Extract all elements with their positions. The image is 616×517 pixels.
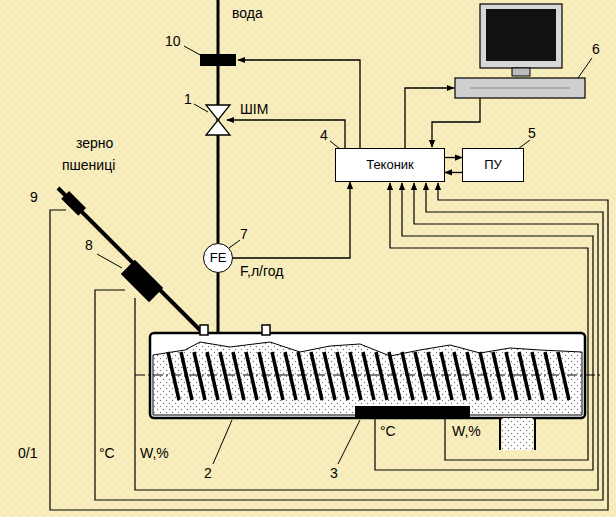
screw-flight (467, 352, 478, 400)
node-text: FE (210, 251, 227, 265)
screw-flight (545, 352, 556, 400)
computer-slot (470, 88, 570, 89)
signal-label: зерно (76, 136, 113, 151)
monitor-stand (512, 68, 530, 76)
screw-flight (337, 352, 348, 400)
signal-connector (233, 182, 350, 258)
screw-flight (441, 352, 452, 400)
flow-meter-circle: FE (203, 243, 233, 273)
control-wire (238, 60, 360, 148)
screw-flight (259, 352, 270, 400)
inlet-stub (262, 325, 270, 335)
signal-connector (445, 172, 462, 173)
callout-number: 5 (528, 126, 536, 141)
screw-flight (194, 352, 205, 400)
screw-flight (298, 352, 309, 400)
screw-flight (363, 352, 374, 400)
signal-label: пшениці (62, 158, 115, 173)
node-text: ПУ (484, 158, 502, 172)
callout-number: 10 (165, 34, 181, 49)
control-valve (206, 105, 230, 135)
grain-pipe (58, 188, 205, 335)
screw-flight (168, 352, 179, 400)
screw-flight (285, 352, 296, 400)
signal-wire (390, 183, 588, 460)
signal-wire (375, 183, 593, 470)
leader-lines (97, 46, 592, 464)
screw-flight (454, 352, 465, 400)
callout-number: 6 (592, 42, 600, 57)
outlet (500, 418, 535, 450)
screw-flight (389, 352, 400, 400)
signal-label: 0/1 (18, 446, 37, 461)
screw-flight (207, 352, 218, 400)
data-wire (432, 98, 480, 147)
screw-flight (493, 352, 504, 400)
panel-box: ПУ (462, 148, 524, 182)
computer-base (455, 78, 585, 98)
monitor (480, 4, 562, 68)
signal-connector (445, 157, 462, 158)
signal-label: вода (232, 6, 263, 21)
screw-flight (220, 352, 231, 400)
controller-box: Теконик (335, 148, 445, 182)
signal-label: W,% (452, 424, 481, 439)
screw-flight (519, 352, 530, 400)
signal-label: °C (380, 424, 396, 439)
water-pipe (217, 273, 220, 333)
screw-flight (376, 352, 387, 400)
screw-flight (233, 352, 244, 400)
signal-wire (135, 183, 598, 490)
screw-flight (532, 352, 543, 400)
signal-label: W,% (140, 446, 169, 461)
callout-number: 3 (330, 466, 338, 481)
screw-flight (324, 352, 335, 400)
screw-flights (168, 352, 569, 400)
shaft-axis (135, 375, 600, 376)
signal-label: F,л/год (240, 264, 283, 279)
callout-number: 7 (240, 227, 248, 242)
callout-number: 8 (85, 238, 93, 253)
screw-flight (350, 352, 361, 400)
screw-flight (181, 352, 192, 400)
callout-number: 1 (184, 92, 192, 107)
outlet-grain (502, 418, 533, 450)
grain-fill (153, 342, 582, 415)
inlet-stub (200, 325, 208, 335)
flow-sensor-10 (200, 54, 236, 66)
signal-label: °C (99, 446, 115, 461)
signal-wire (95, 183, 603, 500)
screw-flight (428, 352, 439, 400)
screw-flight (272, 352, 283, 400)
screw-flight (480, 352, 491, 400)
grain-sensor-9 (61, 191, 86, 216)
sensor-3 (355, 406, 470, 417)
pwm-wire (227, 120, 345, 148)
sensor-8 (121, 260, 163, 302)
screw-flight (246, 352, 257, 400)
screw-flight (558, 352, 569, 400)
callout-number: 2 (204, 466, 212, 481)
node-text: Теконик (366, 158, 414, 172)
callout-number: 4 (320, 128, 328, 143)
signal-label: ШІМ (240, 102, 268, 117)
callout-number: 9 (30, 190, 38, 205)
screw-flight (311, 352, 322, 400)
data-wire (405, 88, 454, 148)
screw-flight (506, 352, 517, 400)
signal-wire (50, 183, 608, 510)
screw-flight (402, 352, 413, 400)
screw-flight (415, 352, 426, 400)
monitor-screen (486, 9, 556, 61)
